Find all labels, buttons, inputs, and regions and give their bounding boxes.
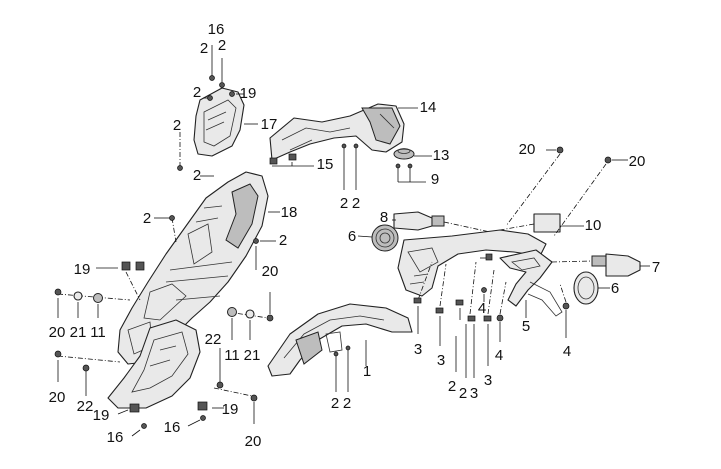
callout-10: 10	[585, 217, 602, 234]
callout-2: 2	[279, 232, 287, 249]
callout-19: 19	[74, 261, 91, 278]
callout-7: 7	[652, 259, 660, 276]
callout-1: 1	[363, 363, 371, 380]
callout-2: 2	[218, 37, 226, 54]
top-right-screws	[505, 146, 628, 237]
callout-2: 2	[193, 84, 201, 101]
callout-2: 2	[143, 210, 151, 227]
part-8-turn-signal-left	[392, 211, 491, 233]
callout-8: 8	[380, 209, 388, 226]
callout-18: 18	[281, 204, 298, 221]
callout-14: 14	[420, 99, 437, 116]
callout-20: 20	[245, 433, 262, 450]
callout-13: 13	[433, 147, 450, 164]
callout-16: 16	[208, 21, 225, 38]
cover-17-leaders	[177, 45, 258, 171]
part-13-clip	[393, 148, 426, 183]
callout-22: 22	[77, 398, 94, 415]
callout-21: 21	[70, 324, 87, 341]
part-10-plate-bracket	[499, 213, 584, 233]
callout-3: 3	[484, 372, 492, 389]
callout-19: 19	[222, 401, 239, 418]
callout-2: 2	[448, 378, 456, 395]
callout-2: 2	[200, 40, 208, 57]
part-5-plate-holder	[397, 229, 563, 318]
bracket-14-leaders	[269, 107, 432, 190]
callout-11: 11	[224, 347, 240, 364]
callout-4: 4	[495, 347, 503, 364]
callout-20: 20	[49, 324, 66, 341]
frame-18-leaders	[96, 175, 280, 301]
mudguard-22-leaders	[82, 348, 224, 437]
callout-21: 21	[244, 347, 261, 364]
part-14-bracket	[269, 103, 405, 161]
callout-2: 2	[343, 395, 351, 412]
callout-17: 17	[261, 116, 278, 133]
callout-2: 2	[352, 195, 360, 212]
callout-2: 2	[340, 195, 348, 212]
callout-16: 16	[107, 429, 124, 446]
callout-2: 2	[173, 117, 181, 134]
callout-6: 6	[348, 228, 356, 245]
callout-20: 20	[519, 141, 536, 158]
callout-3: 3	[414, 341, 422, 358]
part-22-mudguard	[107, 319, 201, 409]
part-7-turn-signal-right	[551, 253, 650, 277]
callout-4: 4	[563, 343, 571, 360]
callout-19: 19	[93, 407, 110, 424]
left-fasteners	[54, 288, 274, 424]
callout-16: 16	[164, 419, 181, 436]
callout-9: 9	[431, 171, 439, 188]
callout-3: 3	[470, 385, 478, 402]
callout-19: 19	[240, 85, 257, 102]
part-6-reflector-left	[357, 224, 399, 252]
callout-6: 6	[611, 280, 619, 297]
callout-2: 2	[459, 385, 467, 402]
callout-20: 20	[629, 153, 646, 170]
callout-5: 5	[522, 318, 530, 335]
callout-11: 11	[90, 324, 106, 341]
callout-2: 2	[193, 167, 201, 184]
bottom-bolts	[413, 253, 570, 378]
callout-22: 22	[205, 331, 222, 348]
callout-20: 20	[49, 389, 66, 406]
callout-3: 3	[437, 352, 445, 369]
part-18-rear-frame	[117, 171, 269, 365]
part-6-reflector-right	[573, 271, 610, 305]
callout-20: 20	[262, 263, 279, 280]
part-17-cover	[193, 87, 245, 157]
callout-15: 15	[317, 156, 334, 173]
part-1-rear-fender	[267, 303, 413, 392]
callout-2: 2	[331, 395, 339, 412]
callout-4: 4	[478, 300, 486, 317]
